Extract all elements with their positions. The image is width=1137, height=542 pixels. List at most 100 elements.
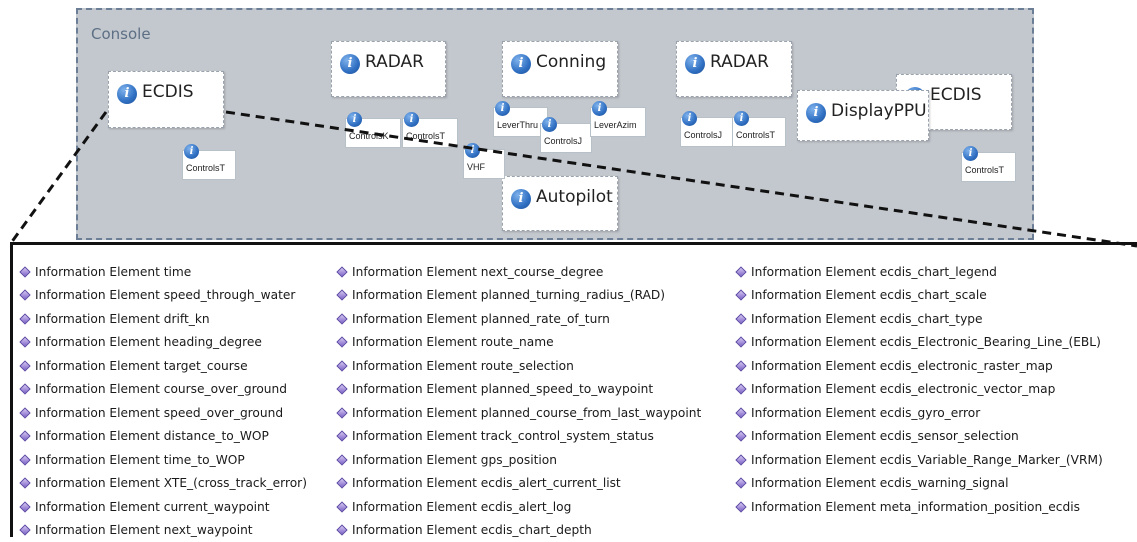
list-item[interactable]: Information Element ecdis_electronic_ras… [737, 354, 1103, 378]
list-item[interactable]: Information Element track_control_system… [338, 425, 701, 449]
element-label: Information Element target_course [35, 359, 248, 373]
element-label: Information Element course_over_ground [35, 382, 287, 396]
list-item[interactable]: Information Element planned_turning_radi… [338, 284, 701, 308]
element-label: Information Element planned_speed_to_way… [352, 382, 653, 396]
list-item[interactable]: Information Element ecdis_Variable_Range… [737, 448, 1103, 472]
element-label: Information Element route_name [352, 335, 554, 349]
diamond-icon [19, 360, 30, 371]
diamond-icon [19, 384, 30, 395]
element-label: Information Element ecdis_electronic_vec… [751, 382, 1055, 396]
diamond-icon [735, 478, 746, 489]
element-label: Information Element planned_rate_of_turn [352, 312, 610, 326]
diamond-icon [336, 384, 347, 395]
list-item[interactable]: Information Element planned_speed_to_way… [338, 378, 701, 402]
diamond-icon [336, 501, 347, 512]
element-label: Information Element distance_to_WOP [35, 429, 269, 443]
diamond-icon [735, 501, 746, 512]
element-label: Information Element ecdis_warning_signal [751, 476, 1008, 490]
diamond-icon [336, 290, 347, 301]
list-item[interactable]: Information Element distance_to_WOP [21, 425, 307, 449]
diamond-icon [19, 290, 30, 301]
element-label: Information Element ecdis_sensor_selecti… [751, 429, 1019, 443]
element-label: Information Element ecdis_electronic_ras… [751, 359, 1053, 373]
list-item[interactable]: Information Element time [21, 260, 307, 284]
list-item[interactable]: Information Element ecdis_electronic_vec… [737, 378, 1103, 402]
element-label: Information Element next_course_degree [352, 265, 603, 279]
diamond-icon [336, 313, 347, 324]
diamond-icon [19, 525, 30, 536]
list-item[interactable]: Information Element gps_position [338, 448, 701, 472]
diamond-icon [19, 478, 30, 489]
list-item[interactable]: Information Element meta_information_pos… [737, 495, 1103, 519]
list-item[interactable]: Information Element XTE_(cross_track_err… [21, 472, 307, 496]
list-item[interactable]: Information Element current_waypoint [21, 495, 307, 519]
diamond-icon [735, 266, 746, 277]
list-item[interactable]: Information Element route_selection [338, 354, 701, 378]
list-item[interactable]: Information Element time_to_WOP [21, 448, 307, 472]
element-label: Information Element drift_kn [35, 312, 210, 326]
diamond-icon [336, 360, 347, 371]
diamond-icon [19, 337, 30, 348]
element-label: Information Element current_waypoint [35, 500, 270, 514]
element-label: Information Element ecdis_chart_depth [352, 523, 592, 537]
list-item[interactable]: Information Element drift_kn [21, 307, 307, 331]
element-label: Information Element ecdis_alert_current_… [352, 476, 621, 490]
diamond-icon [735, 454, 746, 465]
diamond-icon [735, 313, 746, 324]
list-item[interactable]: Information Element ecdis_chart_legend [737, 260, 1103, 284]
list-item[interactable]: Information Element heading_degree [21, 331, 307, 355]
diamond-icon [735, 407, 746, 418]
list-item[interactable]: Information Element ecdis_alert_log [338, 495, 701, 519]
element-label: Information Element ecdis_Variable_Range… [751, 453, 1103, 467]
list-item[interactable]: Information Element next_waypoint [21, 519, 307, 542]
element-label: Information Element planned_turning_radi… [352, 288, 665, 302]
list-item[interactable]: Information Element speed_through_water [21, 284, 307, 308]
diamond-icon [19, 407, 30, 418]
list-item[interactable]: Information Element ecdis_chart_type [737, 307, 1103, 331]
diamond-icon [336, 525, 347, 536]
list-item[interactable]: Information Element ecdis_warning_signal [737, 472, 1103, 496]
diamond-icon [336, 266, 347, 277]
element-label: Information Element route_selection [352, 359, 574, 373]
list-item[interactable]: Information Element route_name [338, 331, 701, 355]
diamond-icon [735, 337, 746, 348]
diamond-icon [19, 454, 30, 465]
list-item[interactable]: Information Element planned_course_from_… [338, 401, 701, 425]
list-item[interactable]: Information Element planned_rate_of_turn [338, 307, 701, 331]
element-label: Information Element gps_position [352, 453, 557, 467]
element-label: Information Element track_control_system… [352, 429, 654, 443]
list-item[interactable]: Information Element ecdis_chart_scale [737, 284, 1103, 308]
diamond-icon [19, 266, 30, 277]
element-label: Information Element meta_information_pos… [751, 500, 1080, 514]
list-item[interactable]: Information Element ecdis_chart_depth [338, 519, 701, 542]
element-label: Information Element ecdis_gyro_error [751, 406, 980, 420]
list-item[interactable]: Information Element target_course [21, 354, 307, 378]
element-label: Information Element time_to_WOP [35, 453, 245, 467]
element-label: Information Element speed_through_water [35, 288, 295, 302]
element-label: Information Element ecdis_chart_type [751, 312, 983, 326]
diamond-icon [336, 407, 347, 418]
diamond-icon [336, 454, 347, 465]
element-label: Information Element next_waypoint [35, 523, 253, 537]
list-item[interactable]: Information Element course_over_ground [21, 378, 307, 402]
list-item[interactable]: Information Element ecdis_alert_current_… [338, 472, 701, 496]
list-item[interactable]: Information Element ecdis_sensor_selecti… [737, 425, 1103, 449]
element-list-column-2: Information Element next_course_degree I… [338, 260, 701, 542]
element-label: Information Element XTE_(cross_track_err… [35, 476, 307, 490]
diamond-icon [735, 431, 746, 442]
zoom-line-right [226, 112, 1137, 246]
element-label: Information Element heading_degree [35, 335, 262, 349]
list-item[interactable]: Information Element next_course_degree [338, 260, 701, 284]
list-item[interactable]: Information Element ecdis_Electronic_Bea… [737, 331, 1103, 355]
element-label: Information Element speed_over_ground [35, 406, 283, 420]
zoom-line-left [11, 112, 106, 243]
element-label: Information Element ecdis_alert_log [352, 500, 571, 514]
element-label: Information Element planned_course_from_… [352, 406, 701, 420]
diamond-icon [735, 384, 746, 395]
list-item[interactable]: Information Element ecdis_gyro_error [737, 401, 1103, 425]
list-item[interactable]: Information Element speed_over_ground [21, 401, 307, 425]
diamond-icon [735, 290, 746, 301]
element-label: Information Element ecdis_Electronic_Bea… [751, 335, 1101, 349]
element-label: Information Element ecdis_chart_scale [751, 288, 987, 302]
diamond-icon [19, 431, 30, 442]
